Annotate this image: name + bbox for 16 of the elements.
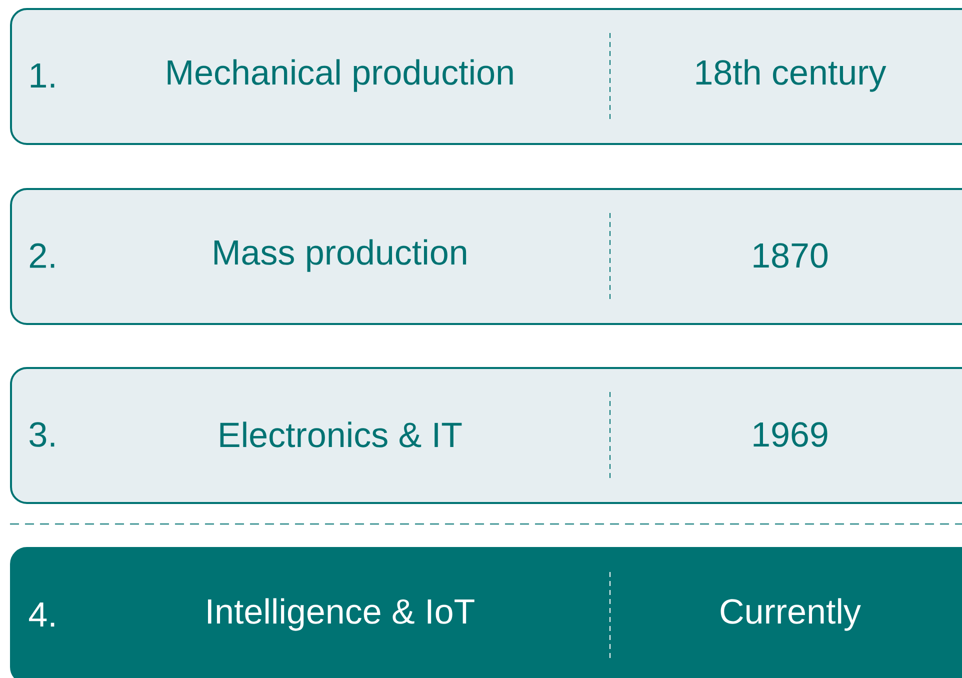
stage-title: Mechanical production — [168, 59, 513, 92]
step-number: 3. — [30, 422, 54, 447]
stage-date: 18th century — [696, 59, 886, 92]
stage-date: 1969 — [754, 422, 828, 447]
stage-box — [10, 8, 962, 145]
stage-title: Intelligence & IoT — [208, 598, 474, 631]
stage-box — [10, 547, 962, 678]
step-number: 1. — [30, 63, 54, 88]
step-number: 2. — [30, 243, 54, 268]
stage-title: Mass production — [214, 239, 466, 272]
stage-date: 1870 — [754, 243, 828, 268]
step-number: 4. — [29, 602, 54, 627]
stage-title: Electronics & IT — [220, 422, 462, 448]
stage-box — [10, 188, 962, 325]
stage-box — [10, 367, 962, 504]
stage-date: Currently — [720, 598, 861, 631]
